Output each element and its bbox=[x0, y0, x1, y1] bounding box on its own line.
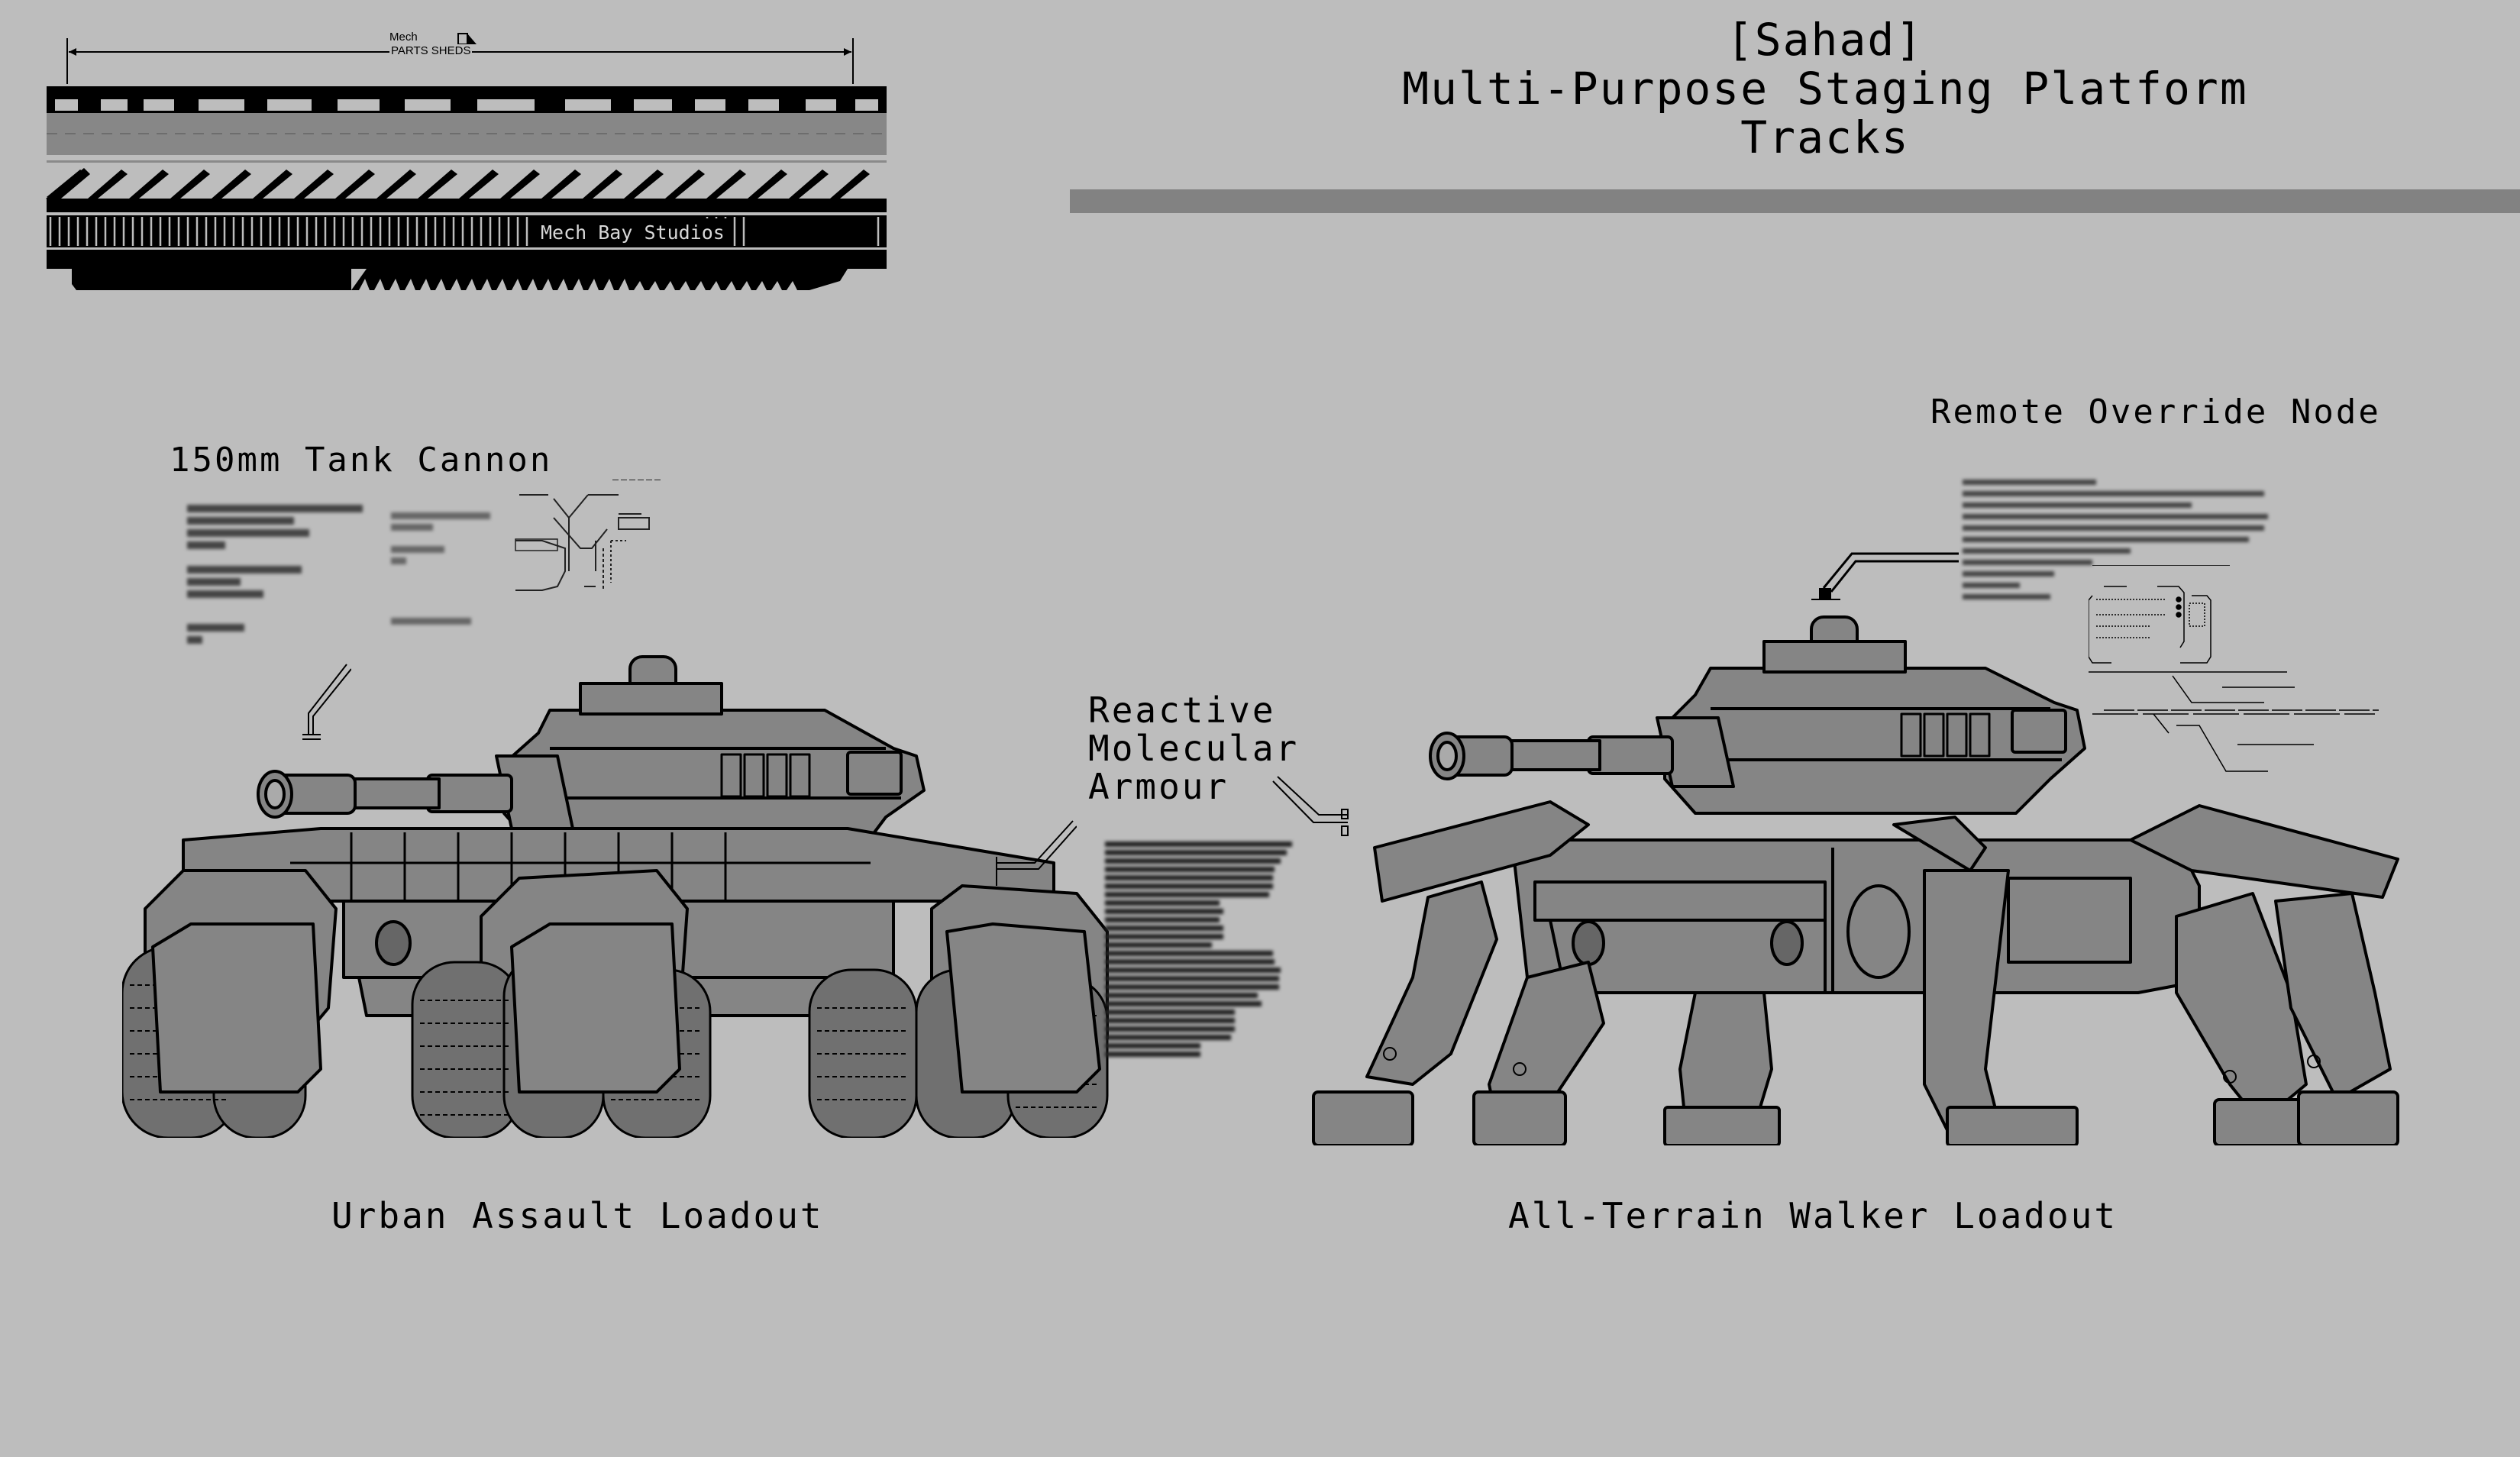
callout-armour-line3: Armour bbox=[1088, 766, 1229, 807]
mech-variant: Tracks bbox=[1740, 111, 1910, 163]
loadout-label-urban-assault: Urban Assault Loadout bbox=[331, 1195, 824, 1236]
cannon-schematic bbox=[515, 480, 661, 591]
armour-leader-line-left bbox=[996, 820, 1077, 886]
cannon-spec-text bbox=[187, 500, 386, 648]
callout-armour-line1: Reactive bbox=[1088, 690, 1276, 731]
slash-pattern bbox=[47, 170, 870, 199]
armour-spec-text bbox=[1105, 838, 1304, 1060]
callout-cannon: 150mm Tank Cannon bbox=[170, 441, 553, 480]
logo-graphic bbox=[46, 86, 887, 290]
remote-leader-line bbox=[1811, 552, 1959, 600]
title-divider-bar bbox=[1070, 189, 2520, 213]
remote-schematic-lines bbox=[2092, 713, 2375, 772]
mech-class: Multi-Purpose Staging Platform bbox=[1402, 63, 2248, 115]
armour-leader-line-right bbox=[1272, 776, 1349, 836]
studio-name: Mech Bay Studios bbox=[536, 218, 729, 247]
cannon-leader-line bbox=[302, 664, 351, 740]
callout-armour: Reactive Molecular Armour bbox=[1088, 691, 1299, 806]
dimension-line bbox=[66, 33, 854, 84]
mech-name: [Sahad] bbox=[1726, 14, 1924, 66]
cannon-spec-text-2 bbox=[391, 508, 513, 629]
callout-remote-override: Remote Override Node bbox=[1930, 393, 2381, 431]
walker-all-terrain-drawing bbox=[1312, 615, 2399, 1145]
remote-spec-text bbox=[1963, 473, 2283, 606]
tank-urban-assault-drawing bbox=[122, 655, 1109, 1138]
logo-label-parts-sheds: PARTS SHEDS bbox=[389, 44, 473, 57]
loadout-label-all-terrain-walker: All-Terrain Walker Loadout bbox=[1508, 1195, 2118, 1236]
remote-schematic bbox=[2089, 565, 2379, 711]
title-block: [Sahad] Multi-Purpose Staging Platform T… bbox=[1298, 15, 2352, 162]
studio-logo-banner: Mech PARTS SHEDS bbox=[46, 31, 893, 298]
callout-armour-line2: Molecular bbox=[1088, 728, 1300, 769]
logo-label-mech: Mech bbox=[389, 31, 418, 44]
